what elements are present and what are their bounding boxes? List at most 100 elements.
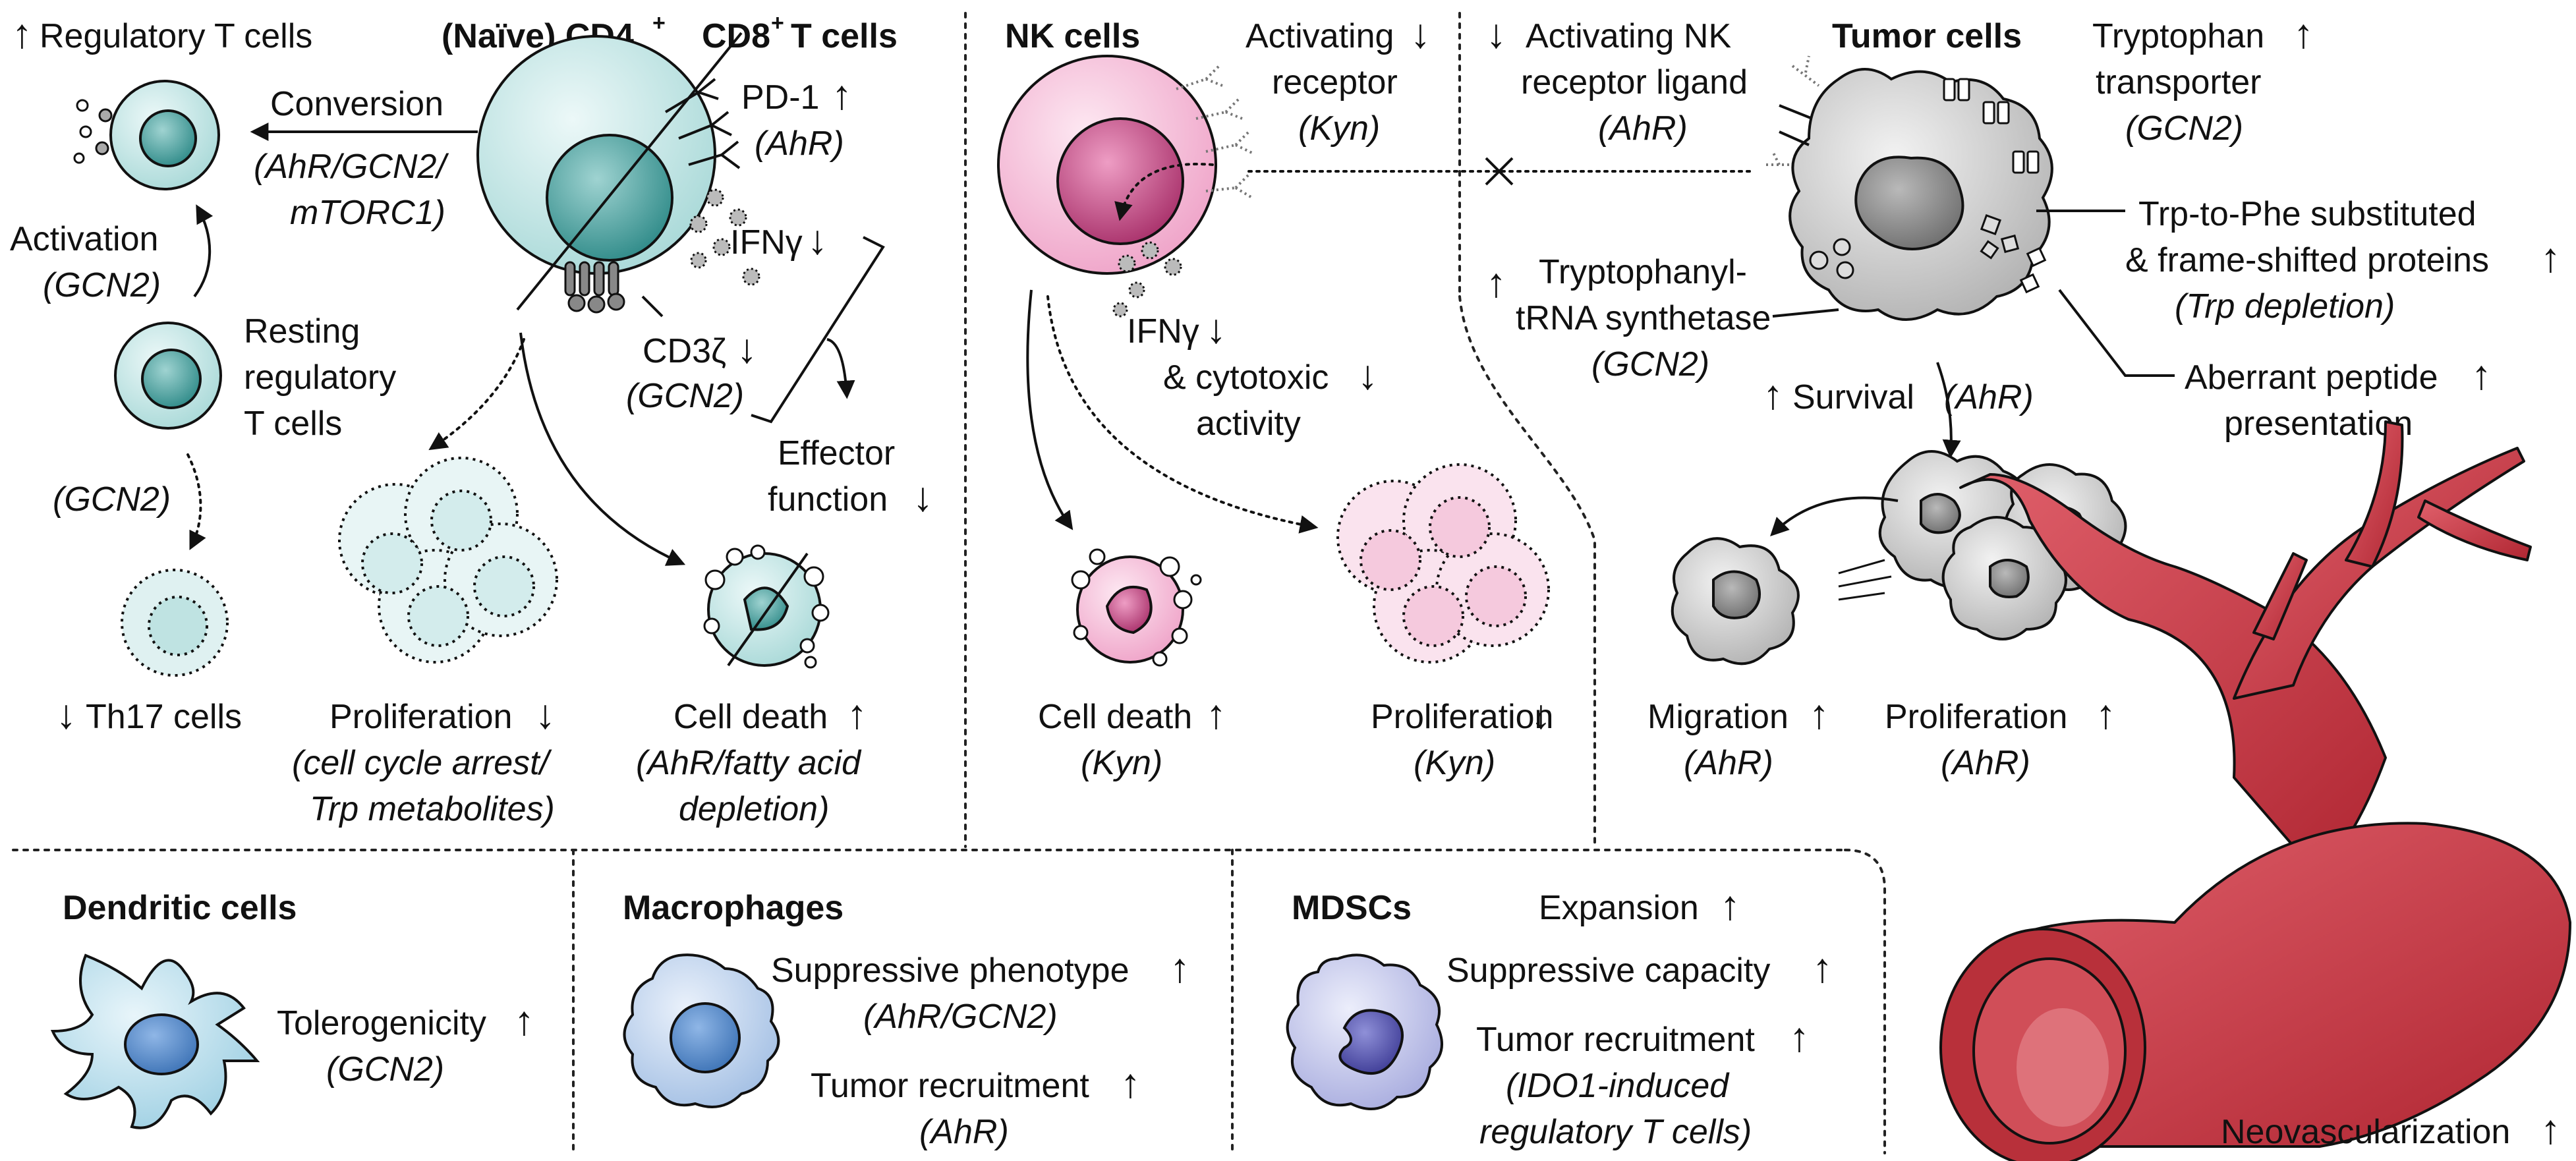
survival-label: Survival bbox=[1792, 378, 1914, 416]
dendritic-header: Dendritic cells bbox=[63, 889, 297, 927]
nk-ligand-label-1: Activating NK bbox=[1526, 17, 1731, 55]
synthetase-mechanism: (GCN2) bbox=[1591, 345, 1709, 383]
dendritic-cell bbox=[50, 953, 260, 1129]
resting-regulatory-t-cell bbox=[114, 322, 222, 430]
macrophage-header: Macrophages bbox=[623, 889, 844, 927]
ifng-label: IFNγ bbox=[730, 223, 803, 262]
tcell-proliferation-cluster bbox=[338, 457, 558, 664]
transporter-label-1: Tryptophan bbox=[2092, 17, 2264, 55]
tcell-death-label: Cell death bbox=[673, 698, 828, 736]
dendritic-panel: Dendritic cells Tolerogenicity ↑ (GCN2) bbox=[50, 889, 534, 1129]
down-arrow-icon: ↓ bbox=[1531, 692, 1551, 737]
cd3z-label: CD3ζ bbox=[643, 332, 726, 370]
resting-label-1: Resting bbox=[244, 312, 360, 351]
transporter-mechanism: (GCN2) bbox=[2125, 109, 2243, 148]
mdsc-recruitment-label: Tumor recruitment bbox=[1476, 1021, 1755, 1059]
activation-label: Activation bbox=[10, 220, 158, 258]
regulatory-t-cells-label: Regulatory T cells bbox=[40, 17, 312, 55]
up-arrow-icon: ↑ bbox=[1170, 946, 1190, 991]
trp-phe-label-1: Trp-to-Phe substituted bbox=[2138, 195, 2476, 233]
up-arrow-icon: ↑ bbox=[2096, 692, 2116, 737]
nk-proliferation-cluster bbox=[1336, 463, 1550, 664]
section-dividers bbox=[12, 12, 1886, 1154]
tumor-proliferation-mechanism: (AhR) bbox=[1941, 744, 2030, 782]
up-arrow-icon: ↑ bbox=[847, 692, 867, 737]
expansion-label: Expansion bbox=[1539, 889, 1699, 927]
down-arrow-icon: ↓ bbox=[535, 692, 556, 737]
nk-proliferation-mechanism: (Kyn) bbox=[1414, 744, 1495, 782]
up-arrow-icon: ↑ bbox=[1809, 692, 1829, 737]
migration-mechanism: (AhR) bbox=[1684, 744, 1773, 782]
down-arrow-icon: ↓ bbox=[1206, 306, 1226, 352]
tcell-panel: ↑ Regulatory T cells (Naïve) CD4 + CD8 +… bbox=[10, 11, 933, 828]
pd1-mechanism: (AhR) bbox=[755, 125, 844, 163]
tcells-header: T cells bbox=[791, 17, 898, 55]
pd1-label: PD-1 bbox=[741, 78, 819, 117]
down-arrow-icon: ↓ bbox=[56, 692, 76, 737]
tumor-panel: ↓ Activating NK receptor ligand (AhR) Tu… bbox=[1486, 11, 2571, 1161]
up-arrow-icon: ↑ bbox=[1206, 692, 1226, 737]
nk-ligand-label-2: receptor ligand bbox=[1521, 63, 1748, 101]
up-arrow-icon: ↑ bbox=[514, 998, 534, 1044]
mdsc-cell bbox=[1286, 953, 1443, 1110]
cytotoxic-label-2: activity bbox=[1196, 405, 1301, 443]
survival-mechanism: (AhR) bbox=[1944, 378, 2034, 416]
tcell-death-mechanism-1: (AhR/fatty acid bbox=[636, 744, 862, 782]
macrophage-panel: Macrophages Suppressive phenotype ↑ (AhR… bbox=[623, 889, 1190, 1151]
trp-phe-mechanism: (Trp depletion) bbox=[2175, 287, 2395, 326]
mdsc-header: MDSCs bbox=[1292, 889, 1412, 927]
tumor-proliferation-cluster bbox=[1878, 450, 2127, 640]
suppressive-phenotype-mechanism: (AhR/GCN2) bbox=[863, 998, 1058, 1036]
transporter-label-2: transporter bbox=[2096, 63, 2261, 101]
receptor-mechanism: (Kyn) bbox=[1298, 109, 1380, 148]
nk-ifng-label: IFNγ bbox=[1127, 312, 1199, 351]
tcell-proliferation-mechanism-2: Trp metabolites) bbox=[310, 790, 555, 828]
up-arrow-icon: ↑ bbox=[2293, 11, 2314, 57]
aberrant-label-2: presentation bbox=[2224, 405, 2413, 443]
up-arrow-icon: ↑ bbox=[1720, 883, 1740, 928]
cd8-header: CD8 bbox=[702, 17, 770, 55]
nk-death-mechanism: (Kyn) bbox=[1081, 744, 1162, 782]
effector-label-2: function bbox=[768, 480, 888, 519]
macrophage-recruitment-label: Tumor recruitment bbox=[811, 1067, 1089, 1105]
tcell-proliferation-label: Proliferation bbox=[329, 698, 512, 736]
suppressive-capacity-label: Suppressive capacity bbox=[1446, 951, 1770, 990]
tumor-proliferation-label: Proliferation bbox=[1885, 698, 2067, 736]
up-arrow-icon: ↑ bbox=[1763, 372, 1783, 418]
resting-label-3: T cells bbox=[244, 405, 342, 443]
up-arrow-icon: ↑ bbox=[1812, 946, 1833, 991]
nk-proliferation-label: Proliferation bbox=[1371, 698, 1553, 736]
down-arrow-icon: ↓ bbox=[807, 217, 828, 263]
suppressive-phenotype-label: Suppressive phenotype bbox=[771, 951, 1130, 990]
migration-label: Migration bbox=[1647, 698, 1789, 736]
activating-receptor-label: Activating bbox=[1245, 17, 1394, 55]
cd8-superscript: + bbox=[771, 11, 784, 36]
cd3z-mechanism: (GCN2) bbox=[626, 377, 744, 415]
macrophage-recruitment-mechanism: (AhR) bbox=[919, 1113, 1009, 1151]
up-arrow-icon: ↑ bbox=[2471, 353, 2492, 398]
down-arrow-icon: ↓ bbox=[1358, 353, 1378, 398]
down-arrow-icon: ↓ bbox=[913, 474, 933, 520]
cytotoxic-label-1: & cytotoxic bbox=[1163, 358, 1329, 397]
tumor-cell bbox=[1766, 55, 2053, 321]
mdsc-recruitment-mechanism-2: regulatory T cells) bbox=[1479, 1113, 1752, 1151]
activation-mechanism: (GCN2) bbox=[43, 266, 161, 304]
down-arrow-icon: ↓ bbox=[737, 326, 757, 372]
tumor-header: Tumor cells bbox=[1832, 17, 2022, 55]
up-arrow-icon: ↑ bbox=[1789, 1015, 1810, 1060]
cd4-superscript: + bbox=[652, 11, 666, 36]
neovascularization-label: Neovascularization bbox=[2221, 1113, 2510, 1151]
mdsc-recruitment-mechanism-1: (IDO1-induced bbox=[1506, 1067, 1730, 1105]
up-arrow-icon: ↑ bbox=[12, 11, 32, 57]
nk-panel: NK cells Activating ↓ receptor (Kyn) IFN… bbox=[997, 11, 1754, 782]
tolerogenicity-label: Tolerogenicity bbox=[277, 1004, 486, 1042]
nk-ligand-mechanism: (AhR) bbox=[1598, 109, 1688, 148]
conversion-mechanism-1: (AhR/GCN2/ bbox=[254, 148, 449, 186]
nk-cell bbox=[997, 55, 1253, 318]
th17-cell bbox=[121, 569, 229, 677]
regulatory-t-cell bbox=[73, 80, 220, 190]
cd4-cd8-t-cell bbox=[476, 32, 760, 314]
tcell-proliferation-mechanism-1: (cell cycle arrest/ bbox=[292, 744, 552, 782]
up-arrow-icon: ↑ bbox=[1486, 260, 1506, 306]
